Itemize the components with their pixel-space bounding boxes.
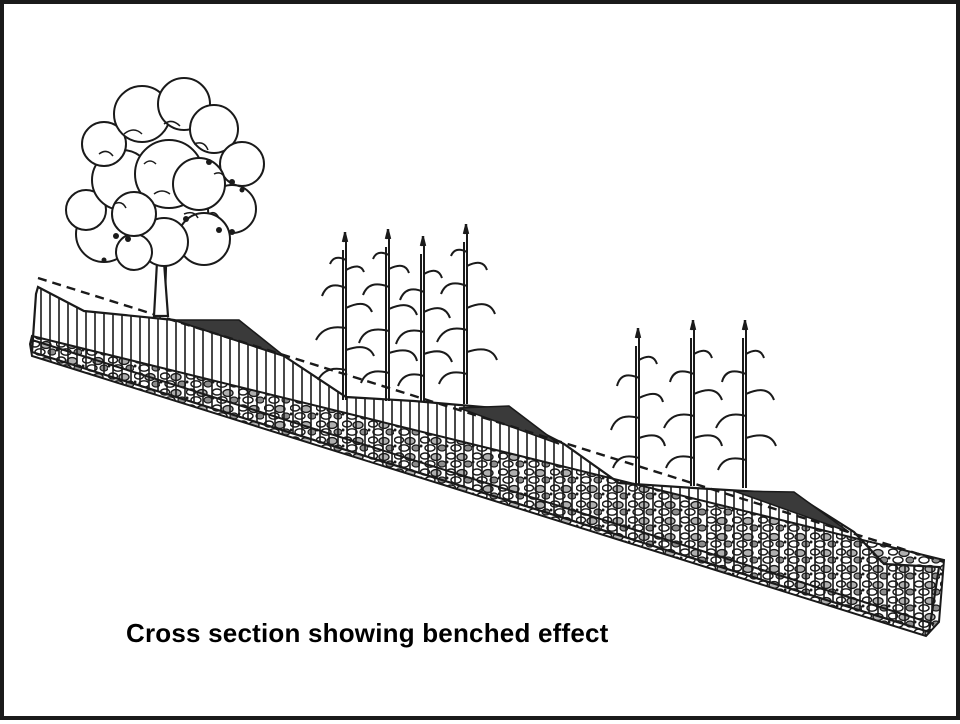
corn-stalk bbox=[610, 328, 666, 484]
corn-stalk bbox=[395, 236, 453, 402]
cross-section-illustration bbox=[28, 77, 946, 638]
tree bbox=[65, 77, 265, 318]
corn-stalk bbox=[315, 232, 375, 400]
corn-stalks-upper-bench bbox=[315, 224, 498, 404]
soil-profile-hatched bbox=[30, 285, 941, 634]
terrace-bank bbox=[733, 490, 850, 533]
profile-base-line bbox=[31, 339, 935, 625]
original-slope-line bbox=[37, 276, 945, 564]
corn-stalk bbox=[358, 229, 418, 401]
corn-stalks-lower-bench bbox=[610, 320, 777, 488]
terrace-bank bbox=[458, 405, 560, 445]
figure-caption: Cross section showing benched effect bbox=[126, 618, 609, 648]
corn-stalk bbox=[436, 224, 498, 404]
corn-stalk bbox=[715, 320, 777, 488]
corn-stalk bbox=[663, 320, 723, 486]
